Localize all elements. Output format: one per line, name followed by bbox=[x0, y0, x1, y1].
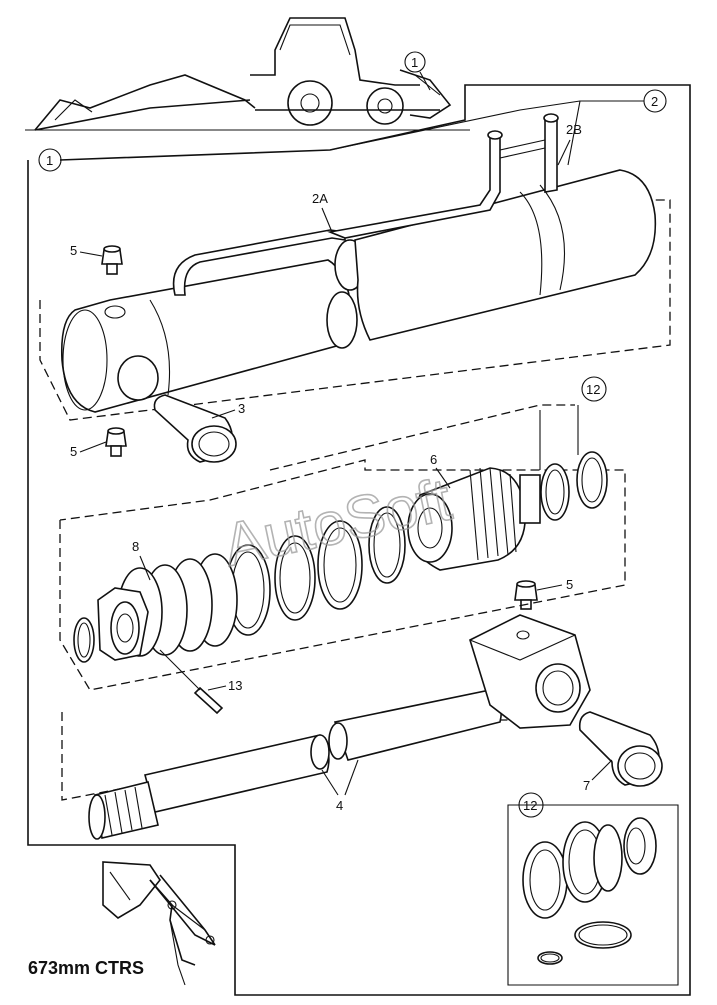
svg-text:3: 3 bbox=[238, 401, 245, 416]
seal-rings-12-top bbox=[540, 451, 608, 521]
piston-rod-4: 4 bbox=[88, 689, 503, 840]
callout-1-top: 1 bbox=[404, 51, 431, 91]
gland-8: 8 bbox=[97, 539, 238, 661]
callout-12-top: 12 bbox=[581, 376, 607, 402]
svg-text:2B: 2B bbox=[566, 122, 582, 137]
rod-eye bbox=[469, 614, 591, 729]
grease-nipple-top: 5 bbox=[70, 243, 123, 275]
svg-text:13: 13 bbox=[228, 678, 242, 693]
callout-1-frame: 1 bbox=[38, 148, 62, 172]
grease-nipple-mid: 5 bbox=[70, 427, 127, 459]
callout-2a: 2A bbox=[312, 191, 333, 233]
svg-text:1: 1 bbox=[46, 153, 53, 168]
svg-text:8: 8 bbox=[132, 539, 139, 554]
callout-2: 2 bbox=[329, 89, 667, 166]
seal-kit-box: 12 bbox=[507, 792, 679, 986]
svg-text:12: 12 bbox=[586, 382, 600, 397]
grease-nipple-rod: 5 bbox=[514, 577, 573, 610]
pin-13: 13 bbox=[159, 649, 242, 715]
svg-text:7: 7 bbox=[583, 778, 590, 793]
arm-illustration bbox=[102, 861, 216, 986]
cylinder-barrel bbox=[39, 113, 671, 421]
svg-text:2A: 2A bbox=[312, 191, 328, 206]
bush-3: 3 bbox=[153, 394, 245, 463]
backhoe-loader-illustration bbox=[25, 17, 470, 131]
o-ring-left bbox=[73, 617, 95, 663]
svg-text:4: 4 bbox=[336, 798, 343, 813]
svg-text:5: 5 bbox=[70, 243, 77, 258]
svg-text:12: 12 bbox=[523, 798, 537, 813]
outer-frame-1 bbox=[27, 84, 691, 996]
svg-text:1: 1 bbox=[411, 55, 418, 70]
bush-7: 7 bbox=[578, 711, 663, 793]
svg-text:5: 5 bbox=[566, 577, 573, 592]
caption-centres: 673mm CTRS bbox=[28, 958, 145, 978]
svg-text:2: 2 bbox=[651, 94, 658, 109]
svg-text:6: 6 bbox=[430, 452, 437, 467]
piston-6: 6 bbox=[407, 452, 541, 571]
svg-text:5: 5 bbox=[70, 444, 77, 459]
callout-2b: 2B bbox=[557, 122, 582, 166]
